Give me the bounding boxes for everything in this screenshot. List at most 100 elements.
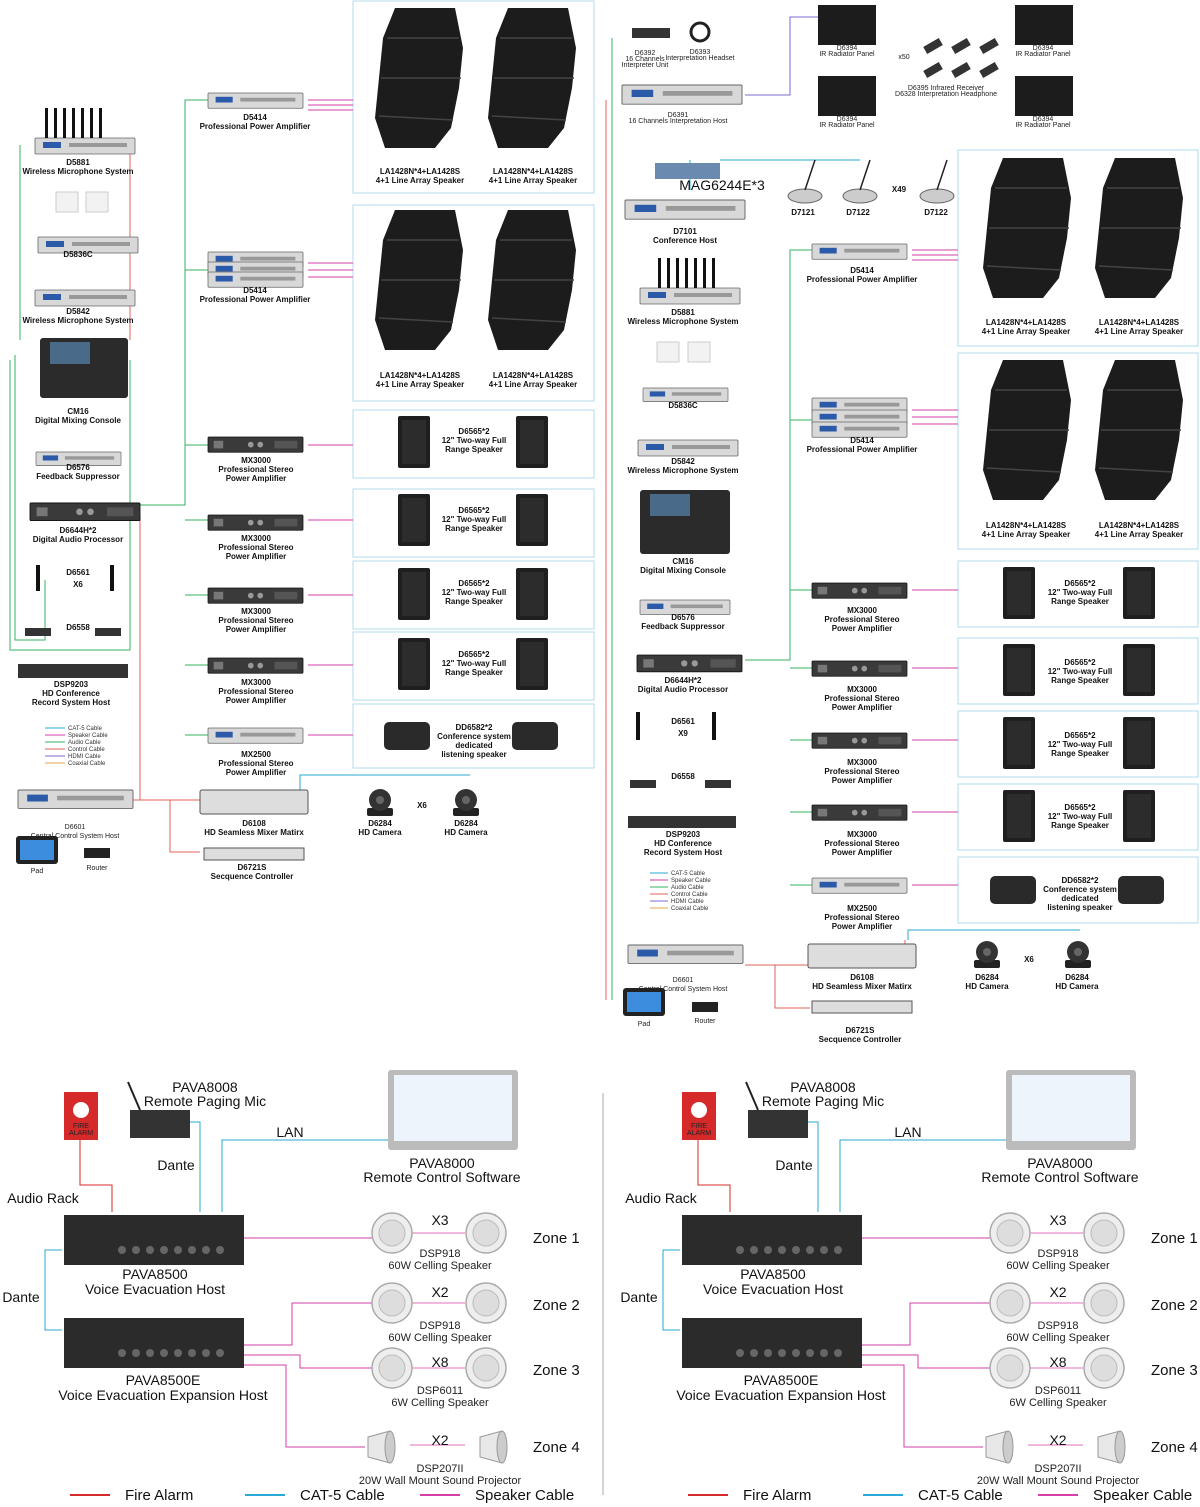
dsp207ii-sound-projector — [985, 1430, 1014, 1464]
d6392-interpreter-unit — [632, 28, 670, 38]
d7121-label: D7121 — [791, 208, 815, 217]
mx3000-amplifier — [207, 657, 304, 674]
d6284-label-line-2: HD Camera — [1055, 982, 1099, 991]
pava8000-label-line-2: Remote Control Software — [981, 1169, 1138, 1185]
speaker-label-line-1: DSP918 — [420, 1320, 461, 1332]
hd-camera — [974, 941, 1000, 968]
legend-label: Fire Alarm — [743, 1487, 811, 1504]
dsp9203-label-line-1: DSP9203 — [666, 830, 701, 839]
mx3000-amplifier — [207, 587, 304, 604]
zone-label: Zone 3 — [1151, 1362, 1198, 1379]
legend-label: Fire Alarm — [125, 1487, 193, 1504]
camera-multiplier: X6 — [1024, 955, 1034, 964]
dd6582-label-line-2: Conference system — [1043, 885, 1117, 894]
line-array-speaker — [1094, 157, 1184, 299]
d6565-label-line-3: Range Speaker — [1051, 676, 1109, 685]
volume-knob — [118, 1246, 126, 1254]
pava8008-paging-mic — [130, 1110, 190, 1138]
mag6244e-switch — [655, 163, 720, 179]
console-screen — [650, 494, 690, 516]
d6395-receiver-icon — [979, 38, 999, 54]
d6565-speaker — [516, 416, 548, 468]
d6601-label-line-1: D6601 — [673, 977, 694, 984]
speaker-label-line-2: 60W Celling Speaker — [1006, 1332, 1110, 1344]
d6284-label-line-1: D6284 — [368, 819, 392, 828]
dsp207ii-sound-projector — [479, 1430, 508, 1464]
mx3000-label-line-3: Power Amplifier — [832, 703, 893, 712]
speaker-multiplier: X8 — [1049, 1354, 1066, 1370]
d5842-label-line-2: Wireless Microphone System — [627, 466, 738, 475]
cat5-cable — [839, 1139, 1006, 1212]
d6565-label-line-1: D6565*2 — [1064, 731, 1096, 740]
conference-unit-multiplier: X49 — [892, 185, 907, 194]
handheld-mic-icon — [685, 258, 688, 288]
d6565-speaker — [398, 638, 430, 690]
volume-knob — [146, 1349, 154, 1357]
line-array-label-line-1: LA1428N*4+LA1428S — [986, 521, 1067, 530]
d6565-speaker — [1123, 567, 1155, 619]
d6558-label: D6558 — [671, 772, 695, 781]
pad-label: Pad — [31, 868, 44, 875]
d6561-label-line-2: X6 — [73, 580, 83, 589]
d6394-ir-radiator-panel — [1015, 76, 1073, 116]
hd-camera — [367, 789, 393, 816]
hd-camera — [1065, 941, 1091, 968]
d6565-label-line-1: D6565*2 — [1064, 803, 1096, 812]
d5842-label-line-1: D5842 — [66, 307, 90, 316]
antenna-icon — [55, 191, 79, 213]
d7101-label-line-2: Conference Host — [653, 236, 717, 245]
router-label: Router — [694, 1018, 716, 1025]
volume-knob — [764, 1349, 772, 1357]
d6565-speaker — [398, 494, 430, 546]
pava8500e-expansion-host — [682, 1318, 862, 1368]
volume-knob — [806, 1349, 814, 1357]
d6644-unit — [636, 654, 743, 673]
mx3000-label-line-1: MX3000 — [847, 685, 877, 694]
speaker-multiplier: X2 — [431, 1432, 448, 1448]
d6565-label-line-2: 12" Two-way Full — [1048, 812, 1113, 821]
fire-alarm-cable — [697, 1140, 731, 1212]
d6565-label-line-2: 12" Two-way Full — [442, 659, 507, 668]
handheld-mic-icon — [703, 258, 706, 288]
volume-knob — [820, 1246, 828, 1254]
dsp6011-ceiling-speaker — [371, 1347, 413, 1389]
dsp918-ceiling-speaker — [465, 1212, 507, 1254]
dd6582-label-line-3: dedicated — [455, 741, 492, 750]
group-frame — [957, 560, 1199, 628]
d5881-label-line-1: D5881 — [671, 308, 695, 317]
zone-label: Zone 3 — [533, 1362, 580, 1379]
line-array-label-line-1: LA1428N*4+LA1428S — [380, 371, 461, 380]
volume-knob — [160, 1246, 168, 1254]
d6644-label-line-2: Digital Audio Processor — [33, 535, 123, 544]
d6394-label-line-1: D6394 — [1033, 116, 1054, 123]
pava8500e-label-line-1: PAVA8500E — [744, 1372, 819, 1388]
line-array-label-line-1: LA1428N*4+LA1428S — [986, 318, 1067, 327]
handheld-mic-icon — [54, 108, 57, 138]
d5414-label-line-1: D5414 — [850, 266, 874, 275]
line-array-speaker — [982, 157, 1072, 299]
d6393-label-line-2: Interpretation Headset — [665, 55, 734, 62]
cat5-cable — [221, 1139, 388, 1212]
pava8500-label-line-1: PAVA8500 — [740, 1266, 806, 1282]
mx3000-label-line-3: Power Amplifier — [832, 624, 893, 633]
d5881-label-line-2: Wireless Microphone System — [22, 167, 133, 176]
d7122-label: D7122 — [846, 208, 870, 217]
cat5-cable — [662, 1249, 680, 1331]
zone-label: Zone 4 — [1151, 1439, 1198, 1456]
handheld-mic-icon — [81, 108, 84, 138]
group-frame — [957, 783, 1199, 851]
d6565-speaker — [516, 568, 548, 620]
d5842-receiver — [34, 289, 136, 307]
mx3000-amplifier — [811, 582, 908, 599]
fire-alarm-cable — [79, 1140, 113, 1212]
dsp9203-label-line-3: Record System Host — [644, 848, 723, 857]
console-screen — [50, 342, 90, 364]
conference-unit-icon — [787, 188, 823, 204]
speaker-label-line-2: 20W Wall Mount Sound Projector — [977, 1475, 1140, 1487]
legend-label: Audio Cable — [68, 740, 101, 746]
dsp6011-ceiling-speaker — [465, 1347, 507, 1389]
d6395-receiver-icon — [923, 62, 943, 78]
mx3000-label-line-2: Professional Stereo — [824, 839, 899, 848]
antenna-icon — [85, 191, 109, 213]
cm16-label-line-1: CM16 — [672, 557, 694, 566]
